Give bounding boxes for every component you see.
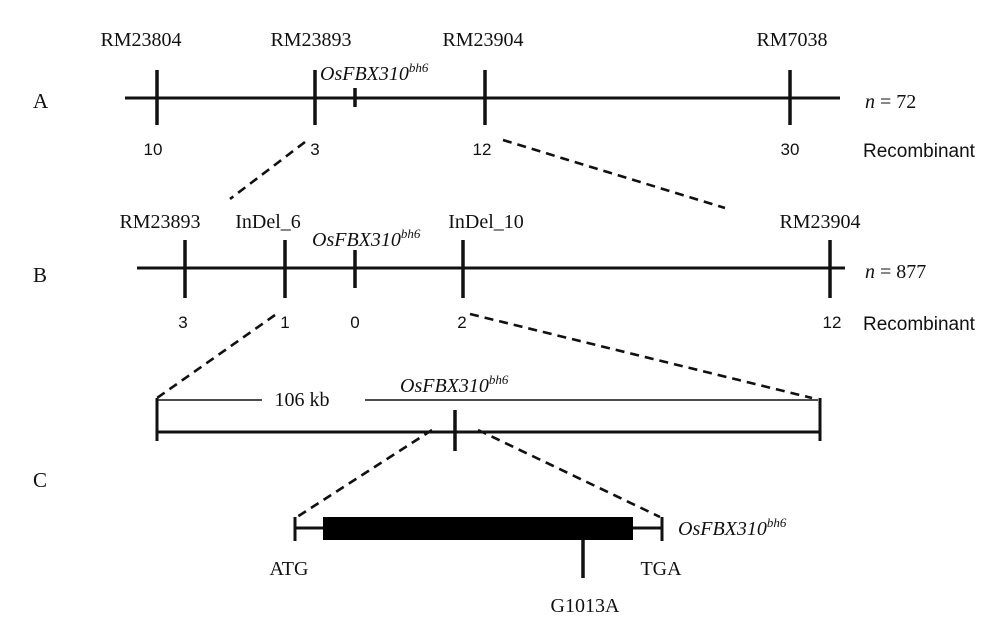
zoom-line-gene-left — [296, 428, 433, 519]
panel-c: C 106 kb OsFBX310bh6 ATG TGA G1013A OsFB… — [33, 372, 822, 617]
gene-structure-gene-label: OsFBX310bh6 — [678, 515, 787, 540]
panel-b: B RM23893 InDel_6 InDel_10 RM23904 OsFBX… — [33, 211, 976, 335]
panel-b-recombinant-count: 1 — [280, 313, 289, 332]
panel-a-gene-label: OsFBX310bh6 — [320, 60, 429, 85]
panel-a: A RM23804 RM23893 RM23904 RM7038 OsFBX31… — [33, 29, 976, 162]
panel-a-label: A — [33, 89, 49, 113]
panel-b-recombinant-count: 2 — [457, 313, 466, 332]
panel-b-marker-label: RM23893 — [119, 211, 200, 233]
panel-b-marker-label: InDel_6 — [235, 211, 301, 233]
panel-b-label: B — [33, 263, 47, 287]
panel-a-population-size: n = 72 — [865, 91, 916, 113]
zoom-line-gene-right — [477, 428, 661, 519]
panel-a-marker-label: RM7038 — [756, 29, 827, 51]
zoom-line-a-b-right — [502, 138, 726, 210]
zoom-line-a-b-left — [229, 140, 306, 201]
interval-size-label: 106 kb — [275, 389, 330, 411]
zoom-line-b-c-left — [156, 313, 276, 400]
panel-b-marker-label: InDel_10 — [448, 211, 524, 233]
panel-b-gene-label: OsFBX310bh6 — [312, 226, 421, 251]
panel-b-recombinant-count: 3 — [178, 313, 187, 332]
panel-b-recombinant-count: 12 — [823, 313, 842, 332]
panel-b-marker-label: RM23904 — [779, 211, 860, 233]
panel-a-marker-label: RM23804 — [100, 29, 181, 51]
mutation-label: G1013A — [551, 595, 620, 617]
stop-codon-label: TGA — [640, 558, 682, 580]
panel-b-population-size: n = 877 — [865, 261, 926, 283]
panel-a-recombinant-count: 12 — [473, 140, 492, 159]
zoom-line-b-c-right — [469, 312, 813, 400]
panel-a-marker-label: RM23893 — [270, 29, 351, 51]
panel-a-marker-label: RM23904 — [442, 29, 523, 51]
panel-b-recombinant-label: Recombinant — [863, 314, 976, 335]
gene-structure: ATG TGA G1013A OsFBX310bh6 — [270, 515, 787, 617]
panel-c-label: C — [33, 468, 47, 492]
panel-a-recombinant-count: 3 — [310, 140, 319, 159]
panel-c-gene-label: OsFBX310bh6 — [400, 372, 509, 397]
panel-a-recombinant-count: 10 — [144, 140, 163, 159]
panel-b-gene-recombinant-count: 0 — [350, 313, 359, 332]
coding-exon-box — [323, 517, 633, 540]
panel-a-recombinant-label: Recombinant — [863, 141, 976, 162]
start-codon-label: ATG — [270, 558, 309, 580]
panel-a-recombinant-count: 30 — [781, 140, 800, 159]
